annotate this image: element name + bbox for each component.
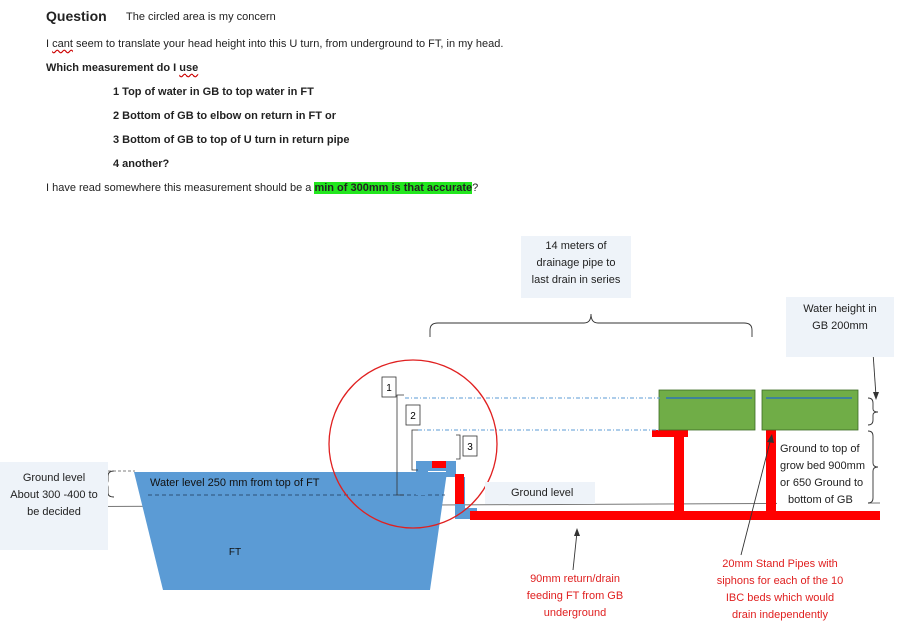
- question-title: Question: [46, 8, 107, 24]
- line2-pre: Which measurement do I: [46, 62, 180, 74]
- concern-circle: [328, 359, 498, 529]
- ground-level-tag: Ground level: [485, 482, 595, 504]
- stand-pipe-1: [674, 430, 684, 511]
- bracket-3: [456, 434, 461, 460]
- marker-2: 2: [410, 411, 416, 422]
- line1-wavy-word: cant: [52, 38, 73, 50]
- grow-bed-line-4: bottom of GB: [788, 494, 853, 506]
- red-pipe-cap: [432, 461, 446, 468]
- marker-1: 1: [386, 383, 392, 394]
- main-drain-pipe: [470, 511, 880, 520]
- return-note-line-2: feeding FT from GB: [526, 590, 624, 602]
- red-riser: [455, 474, 464, 504]
- return-arrowhead: [574, 528, 580, 536]
- drain-length-brace: [429, 313, 753, 337]
- return-pipe-bend: [455, 508, 477, 519]
- ft-water-level-label: Water level 250 mm from top of FT: [150, 477, 320, 489]
- grow-bed-line-3: or 650 Ground to: [780, 477, 864, 489]
- line2-wavy-word: use: [179, 62, 199, 74]
- question-line-2: Which measurement do I use: [46, 62, 198, 74]
- grow-bed-height-brace: [867, 430, 879, 504]
- stand-pipe-arrowhead: [767, 434, 774, 443]
- option-1: 1 Top of water in GB to top water in FT: [113, 86, 314, 98]
- grow-bed-line-1: Ground to top of: [780, 443, 860, 455]
- grow-bed-1: [658, 389, 756, 431]
- water-height-note: Water height in GB 200mm: [786, 297, 894, 357]
- grow-bed-2: [761, 389, 859, 431]
- water-height-line-2: GB 200mm: [812, 320, 868, 332]
- return-arrow: [572, 531, 578, 571]
- bracket-2: [411, 429, 418, 471]
- return-note: 90mm return/drain feeding FT from GB und…: [516, 571, 634, 622]
- ground-note-line-2: About 300 -400 to: [10, 489, 98, 501]
- grow-bed-note: Ground to top of grow bed 900mm or 650 G…: [777, 441, 868, 506]
- option-2: 2 Bottom of GB to elbow on return in FT …: [113, 110, 337, 122]
- option-4: 4 another?: [113, 158, 170, 170]
- water-height-arrowhead: [873, 392, 879, 400]
- ft-label: FT: [229, 547, 241, 558]
- option-3: 3 Bottom of GB to top of U turn in retur…: [113, 134, 350, 146]
- ground-note-line-3: be decided: [27, 506, 81, 518]
- return-note-line-3: underground: [543, 607, 607, 619]
- drain-note-line-3: last drain in series: [531, 274, 621, 286]
- drain-note-line-2: drainage pipe to: [536, 257, 616, 269]
- drain-length-note: 14 meters of drainage pipe to last drain…: [521, 236, 631, 298]
- stand-pipe-line-4: drain independently: [731, 609, 829, 621]
- marker-3: 3: [467, 442, 473, 453]
- water-height-line-1: Water height in: [803, 303, 877, 315]
- stand-pipe-1-top: [652, 430, 688, 437]
- water-height-brace: [867, 397, 879, 426]
- grow-bed-line-2: grow bed 900mm: [780, 460, 865, 472]
- stand-pipe-arrow: [740, 437, 772, 556]
- stand-pipe-line-2: siphons for each of the 10: [716, 575, 844, 587]
- stand-pipe-line-3: IBC beds which would: [725, 592, 835, 604]
- question-subtitle: The circled area is my concern: [126, 11, 276, 23]
- bracket-1: [396, 394, 404, 496]
- question-line-1: I cant seem to translate your head heigh…: [46, 38, 503, 50]
- read-post: ?: [472, 182, 479, 194]
- read-pre: I have read somewhere this measurement s…: [46, 182, 315, 194]
- stand-pipe-line-1: 20mm Stand Pipes with: [722, 558, 838, 570]
- marker-box-2: [405, 404, 421, 426]
- read-line: I have read somewhere this measurement s…: [46, 182, 478, 194]
- marker-box-3: [462, 435, 478, 457]
- line1-pre: I: [46, 38, 53, 50]
- drain-note-line-1: 14 meters of: [545, 240, 607, 252]
- fish-tank: [134, 472, 447, 590]
- ground-level-note: Ground level About 300 -400 to be decide…: [0, 462, 108, 550]
- stand-pipe-2: [766, 430, 776, 511]
- marker-box-1: [381, 376, 397, 398]
- ground-note-line-1: Ground level: [22, 472, 86, 484]
- stand-pipe-note: 20mm Stand Pipes with siphons for each o…: [710, 556, 850, 624]
- highlighted-text: min of 300mm is that accurate: [314, 182, 473, 194]
- ground-level-tag-text: Ground level: [511, 487, 574, 499]
- line1-post: seem to translate your head height into …: [72, 38, 504, 50]
- return-pipe-elbow: [446, 461, 456, 477]
- return-note-line-1: 90mm return/drain: [530, 573, 620, 585]
